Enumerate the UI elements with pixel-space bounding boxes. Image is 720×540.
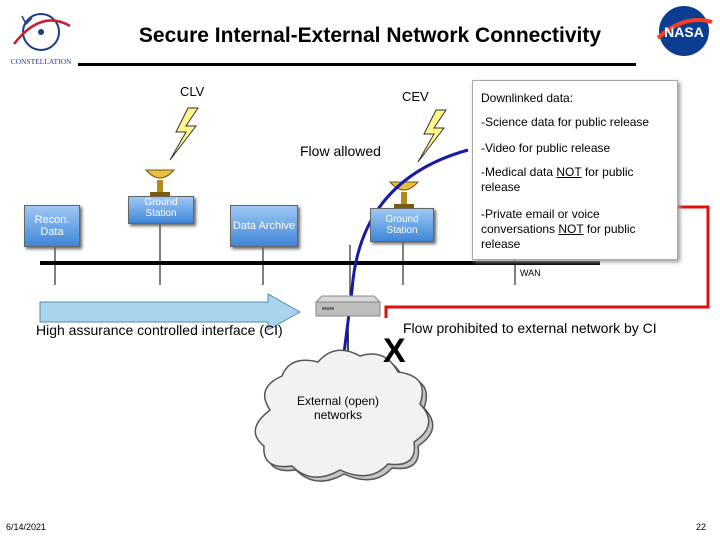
medical-pre: -Medical data bbox=[481, 165, 557, 179]
medical-not: NOT bbox=[556, 165, 582, 179]
title-rule bbox=[78, 63, 636, 66]
ground-station-1: Ground Station bbox=[128, 196, 194, 224]
downlinked-science: -Science data for public release bbox=[481, 115, 650, 129]
nasa-logo: NASA bbox=[656, 6, 713, 56]
downlinked-heading: Downlinked data: bbox=[481, 91, 574, 105]
slide-title: Secure Internal-External Network Connect… bbox=[138, 24, 602, 47]
clv-label: CLV bbox=[180, 84, 205, 99]
ci-arrow bbox=[39, 293, 302, 331]
cev-label: CEV bbox=[402, 89, 429, 104]
ground-station-2: Ground Station bbox=[370, 208, 434, 242]
data-archive-node: Data Archive bbox=[230, 205, 298, 247]
downlinked-data-panel: Downlinked data: -Science data for publi… bbox=[472, 80, 678, 260]
private-post: for public release bbox=[481, 222, 636, 251]
external-network-cloud bbox=[254, 349, 434, 482]
lightning-icon-clv bbox=[169, 107, 199, 161]
downlinked-medical: -Medical data NOT for public release bbox=[481, 165, 671, 195]
allowed-flow-arrow bbox=[338, 148, 469, 386]
downlinked-video: -Video for public release bbox=[481, 141, 611, 155]
recon-data-node: Recon. Data bbox=[24, 205, 80, 247]
blocked-x-mark: X bbox=[383, 332, 406, 370]
flow-allowed-label: Flow allowed bbox=[300, 143, 381, 159]
downlinked-private: -Private email or voice conversations NO… bbox=[481, 207, 671, 252]
constellation-logo-text: CONSTELLATION bbox=[11, 57, 72, 66]
ci-label: High assurance controlled interface (CI) bbox=[36, 322, 283, 338]
antenna-icon-1 bbox=[144, 169, 176, 197]
ci-device bbox=[314, 295, 382, 317]
footer-date: 6/14/2021 bbox=[6, 522, 47, 532]
private-pre: -Private email or voice conversations bbox=[481, 207, 600, 236]
constellation-logo: CONSTELLATION bbox=[11, 13, 72, 66]
wan-label: WAN bbox=[520, 268, 541, 278]
antenna-icon-2 bbox=[388, 181, 420, 209]
medical-post: for public release bbox=[481, 165, 634, 194]
nasa-logo-text: NASA bbox=[664, 24, 704, 40]
prohibited-flow-label: Flow prohibited to external network by C… bbox=[403, 320, 657, 336]
prohibited-flow-line bbox=[384, 205, 710, 318]
external-networks-label: External (open) networks bbox=[296, 394, 380, 422]
lightning-icon-cev bbox=[417, 109, 447, 163]
page-number: 22 bbox=[696, 522, 707, 532]
private-not: NOT bbox=[558, 222, 584, 236]
